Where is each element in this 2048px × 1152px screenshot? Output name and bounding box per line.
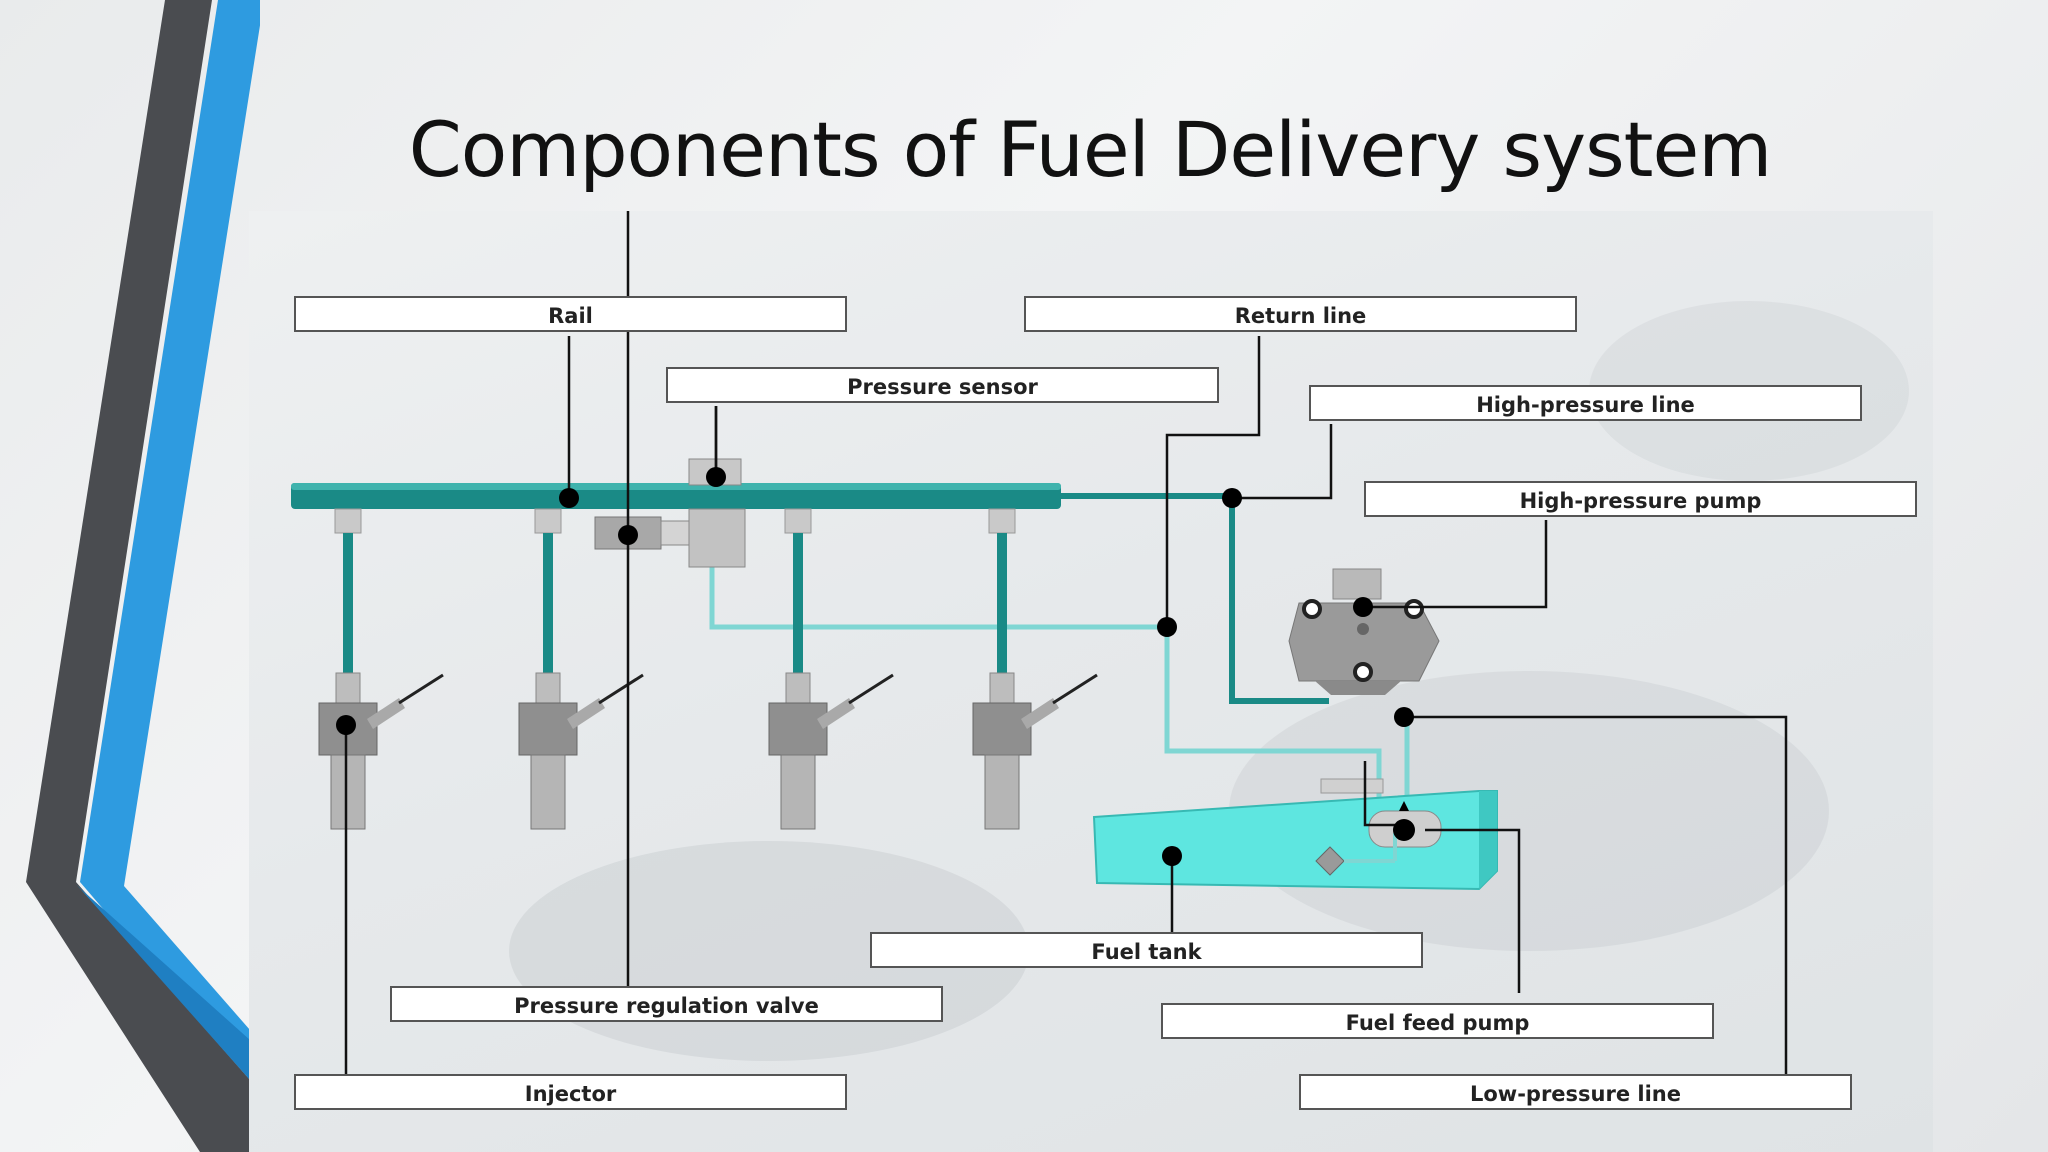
label-fuel-feed-pump: Fuel feed pump <box>1161 1003 1714 1039</box>
injector-4 <box>972 508 1098 830</box>
label-pressure-regulation-valve: Pressure regulation valve <box>390 986 943 1022</box>
label-low-pressure-line: Low-pressure line <box>1299 1074 1852 1110</box>
rail-body <box>291 483 1061 509</box>
label-injector: Injector <box>294 1074 847 1110</box>
injector-1 <box>318 508 444 830</box>
injector-2 <box>518 508 644 830</box>
label-fuel-tank: Fuel tank <box>870 932 1423 968</box>
label-return-line: Return line <box>1024 296 1577 332</box>
diagram-drawing <box>291 211 1909 1074</box>
high-pressure-pump-part <box>1288 568 1440 695</box>
injectors <box>318 508 1098 830</box>
sensor-leader <box>626 406 718 986</box>
slide-title: Components of Fuel Delivery system <box>408 105 1773 194</box>
blue-stripe <box>80 0 260 1080</box>
label-high-pressure-line: High-pressure line <box>1309 385 1862 421</box>
high-pressure-line <box>1061 493 1329 704</box>
injector-3 <box>768 508 894 830</box>
feed-pump-arrow <box>1399 801 1409 811</box>
dark-stripe <box>26 0 250 1152</box>
blue-lower-band <box>76 884 250 1080</box>
callout-dots <box>336 467 1415 866</box>
label-rail: Rail <box>294 296 847 332</box>
label-high-pressure-pump: High-pressure pump <box>1364 481 1917 517</box>
fuel-system-diagram: Rail Return line Pressure sensor High-pr… <box>249 211 1933 1152</box>
leader-lines <box>344 211 1788 1074</box>
fuel-tank-part <box>1092 778 1498 891</box>
pressure-regulation-valve-part <box>594 508 746 568</box>
label-pressure-sensor: Pressure sensor <box>666 367 1219 403</box>
slide-decoration <box>26 0 260 1152</box>
